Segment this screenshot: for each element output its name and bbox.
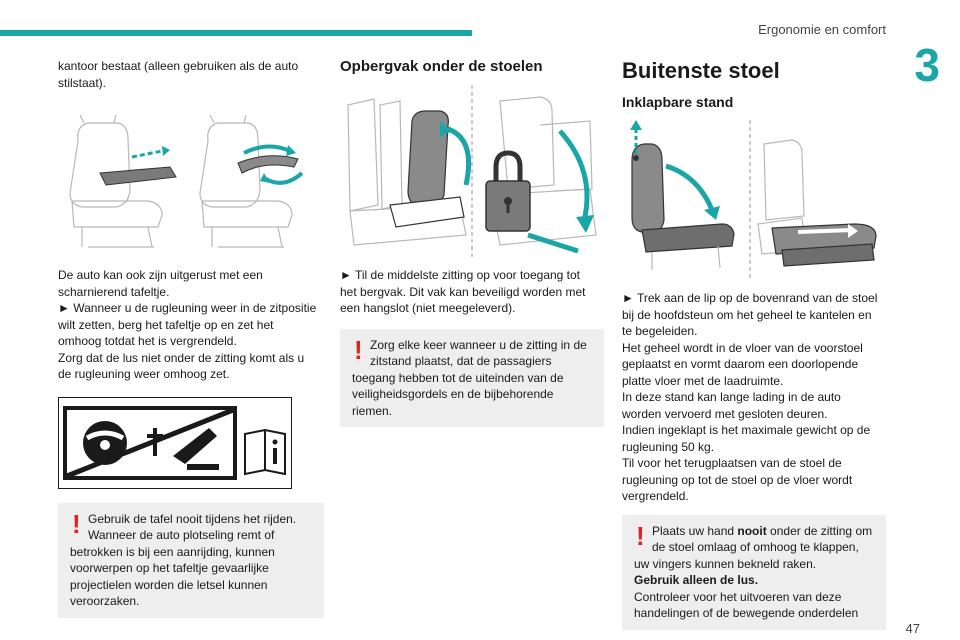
fold-text-line: rugleuning 50 kg. [622,439,715,454]
section-subtitle: Inklapbare stand [622,94,734,110]
warning-line: toegang hebben tot de uiteinden van de [352,370,564,385]
section-heading: Opbergvak onder de stoelen [340,58,543,75]
warning-line: Controleer voor het uitvoeren van deze [634,589,842,604]
column-3: Buitenste stoel Inklapbare stand [622,58,886,630]
fold-text-line: Til voor het terugplaatsen van de stoel … [622,456,842,470]
header-title: Ergonomie en comfort [758,22,886,37]
warning-line: betrokken is bij een aanrijding, kunnen [70,544,275,559]
warning-exclamation-icon: ! [72,508,81,539]
table-text-line: De auto kan ook zijn uitgerust met een [58,268,263,282]
warning-line: de stoel omlaag of omhoog te klappen, [652,540,859,554]
fold-text-line: worden vervoerd met gesloten deuren. [622,406,828,421]
storage-padlock-illustration [340,85,604,257]
column-2: Opbergvak onder de stoelen [340,58,604,427]
no-table-while-driving-pictogram [58,396,292,489]
section-title: Buitenste stoel [622,58,780,83]
fold-text-line: vergrendeld. [622,489,689,503]
fold-text-line: platte vloer met de laadruimte. [622,373,784,388]
warning-line: Plaats uw hand nooit onder de zitting om [652,523,873,538]
warning-line: Zorg elke keer wanneer u de zitting in d… [370,337,587,352]
warning-exclamation-icon: ! [636,520,645,551]
warning-line: projectielen worden die letsel kunnen [70,577,268,592]
fold-text-line: geplaatst en vormt daarom een doorlopend… [622,357,859,371]
column-1: kantoor bestaat (alleen gebruiken als de… [58,58,324,618]
storage-text-line: het bergvak. Dit vak kan beveiligd worde… [340,284,586,299]
warning-line-bold: Gebruik alleen de lus. [634,573,759,587]
warning-line: uw vingers kunnen bekneld raken. [634,556,817,571]
warning-line: zitstand plaatst, dat de passagiers [370,354,552,368]
table-text-line: scharnierend tafeltje. [58,284,170,299]
fold-text-line: bij de hoofdsteun om het geheel te kante… [622,307,872,322]
warning-line: Wanneer de auto plotseling remt of [88,528,275,542]
storage-text-line: ► Til de middelste zitting op voor toega… [340,268,581,282]
fold-text-line: In deze stand kan lange lading in de aut… [622,390,841,404]
seat-table-icon [69,114,304,248]
table-text-line: ► Wanneer u de rugleuning weer in de zit… [58,301,317,315]
storage-text-line: een hangslot (niet meegeleverd). [340,301,516,315]
info-book-icon [244,428,286,475]
warning-box: ! Gebruik de tafel nooit tijdens het rij… [58,502,324,618]
fold-text-line: ► Trek aan de lip op de bovenrand van de… [622,291,878,305]
warning-line: veroorzaken. [70,594,140,608]
page-number: 47 [905,621,920,636]
table-text-line: wilt zetten, berg het tafeltje op en zet… [58,317,274,332]
seat-table-illustration [58,101,324,259]
warning-line: handelingen of de bewegende onderdelen [634,606,859,620]
fold-text-line: te begeleiden. [622,324,698,338]
fold-text-line: rugleuning op tot de stoel op de vloer w… [622,472,853,487]
warning-line: Gebruik de tafel nooit tijdens het rijde… [88,511,297,526]
chapter-number: 3 [914,39,940,91]
warning-line: veiligheidsgordels en de bijbehorende ri… [352,387,554,418]
table-text-line: de rugleuning weer omhoog zet. [58,367,230,381]
fold-text-line: Het geheel wordt in de vloer van de voor… [622,340,863,355]
warning-box: ! Plaats uw hand nooit onder de zitting … [622,514,886,630]
table-text-line: Zorg dat de lus niet onder de zitting ko… [58,350,305,365]
warning-line: voorwerpen op het tafeltje gevaarlijke [70,561,269,575]
table-text-line: omhoog totdat het is vergrendeld. [58,334,237,348]
fold-text-line: Indien ingeklapt is het maximale gewicht… [622,423,871,437]
seat-fold-illustration [622,120,886,280]
header-accent-bar [0,30,472,36]
padlock-icon [485,150,531,232]
warning-exclamation-icon: ! [354,334,363,365]
warning-box: ! Zorg elke keer wanneer u de zitting in… [340,328,604,427]
intro-text: kantoor bestaat (alleen gebruiken als de… [58,59,299,90]
